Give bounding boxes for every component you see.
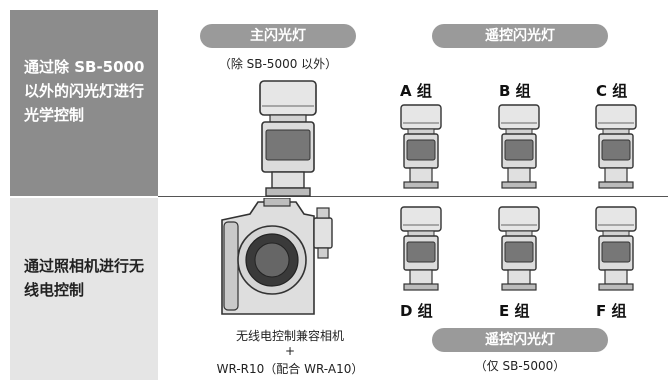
- group-b-label: B 组: [499, 82, 531, 100]
- main-flash-note: （除 SB-5000 以外）: [218, 57, 338, 71]
- remote-flash-note: （仅 SB-5000）: [474, 359, 566, 373]
- camera-caption-plus: +: [284, 344, 296, 358]
- sidebar-optical-section: 通过除 SB-5000 以外的闪光灯进行光学控制: [10, 10, 158, 196]
- group-f-label: F 组: [596, 302, 627, 320]
- remote-flash-c-icon: [593, 104, 639, 190]
- group-c-label: C 组: [596, 82, 628, 100]
- remote-flash-b-icon: [496, 104, 542, 190]
- main-flash-icon: [259, 80, 317, 197]
- group-e-label: E 组: [499, 302, 530, 320]
- remote-flash-pill-top: 遥控闪光灯: [432, 24, 608, 48]
- remote-flash-e-icon: [496, 206, 542, 292]
- sidebar-radio-section: 通过照相机进行无线电控制: [10, 198, 158, 380]
- group-a-label: A 组: [400, 82, 432, 100]
- optical-control-label: 通过除 SB-5000 以外的闪光灯进行光学控制: [24, 58, 145, 124]
- camera-icon: [221, 198, 333, 315]
- remote-flash-a-icon: [398, 104, 444, 190]
- radio-control-label: 通过照相机进行无线电控制: [24, 257, 145, 299]
- camera-caption-line1: 无线电控制兼容相机: [235, 329, 344, 343]
- remote-flash-f-icon: [593, 206, 639, 292]
- group-d-label: D 组: [400, 302, 433, 320]
- remote-flash-d-icon: [398, 206, 444, 292]
- camera-caption-line2: WR-R10（配合 WR-A10）: [216, 362, 364, 376]
- remote-flash-pill-bottom: 遥控闪光灯: [432, 328, 608, 352]
- main-flash-pill: 主闪光灯: [200, 24, 356, 48]
- section-divider: [158, 196, 668, 197]
